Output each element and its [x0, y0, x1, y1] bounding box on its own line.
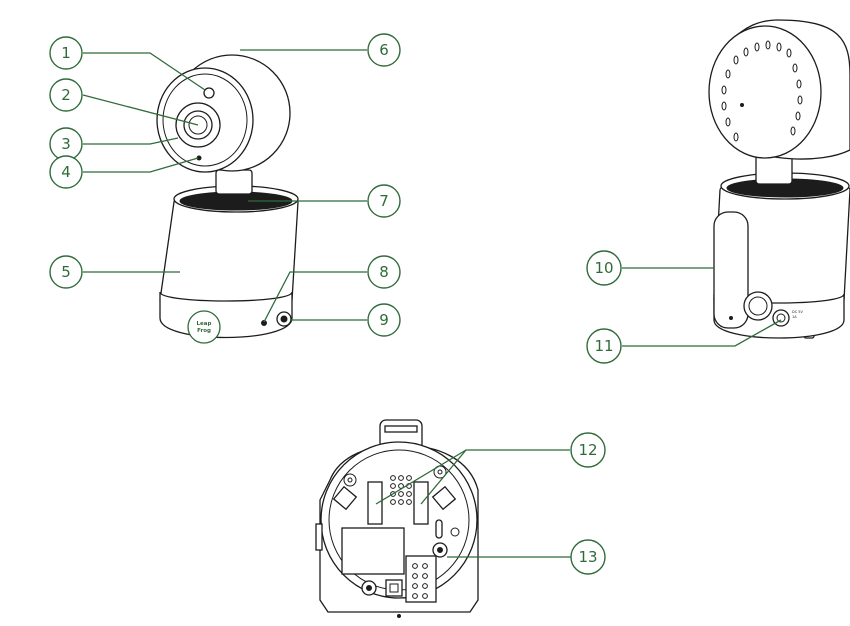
callout-leaders [82, 49, 782, 558]
front-light-sensor [203, 87, 215, 99]
callout-5: 5 [49, 255, 83, 289]
svg-text:1A: 1A [792, 315, 797, 319]
callout-12: 12 [570, 432, 606, 468]
callout-6-number: 6 [379, 41, 389, 59]
callout-3-number: 3 [61, 135, 71, 153]
bottom-mount-slot-left [367, 481, 383, 525]
callout-12-number: 12 [578, 441, 597, 459]
front-reset-button [261, 320, 267, 326]
callout-4-number: 4 [61, 163, 71, 181]
callout-9-number: 9 [379, 311, 389, 329]
camera-back-view: DC 5V 1A [708, 19, 850, 339]
back-wall-mount-bracket [713, 211, 749, 329]
callout-11: 11 [586, 328, 622, 364]
callout-7: 7 [367, 184, 401, 218]
callout-9: 9 [367, 303, 401, 337]
callout-13-number: 13 [578, 548, 597, 566]
camera-front-view: Leap Frog [156, 54, 299, 344]
callout-13: 13 [570, 539, 606, 575]
callout-10-number: 10 [594, 259, 613, 277]
callout-2-number: 2 [61, 86, 71, 104]
front-neck [215, 169, 253, 195]
back-vent-slots [721, 40, 803, 142]
callout-8-number: 8 [379, 263, 389, 281]
callout-7-number: 7 [379, 192, 389, 210]
bottom-label-plate [341, 527, 405, 575]
callout-10: 10 [586, 250, 622, 286]
callout-3: 3 [49, 127, 83, 161]
callout-11-number: 11 [594, 337, 613, 355]
callout-5-number: 5 [61, 263, 71, 281]
callout-2: 2 [49, 78, 83, 112]
logo-line2: Frog [197, 328, 211, 334]
callout-1: 1 [49, 36, 83, 70]
logo-line1: Leap [197, 321, 212, 327]
callout-1-number: 1 [61, 44, 71, 62]
callout-8: 8 [367, 255, 401, 289]
leapfrog-logo [187, 310, 221, 344]
camera-bottom-view [315, 419, 479, 618]
svg-text:DC 5V: DC 5V [792, 310, 803, 314]
callout-6: 6 [367, 33, 401, 67]
callout-4: 4 [49, 155, 83, 189]
